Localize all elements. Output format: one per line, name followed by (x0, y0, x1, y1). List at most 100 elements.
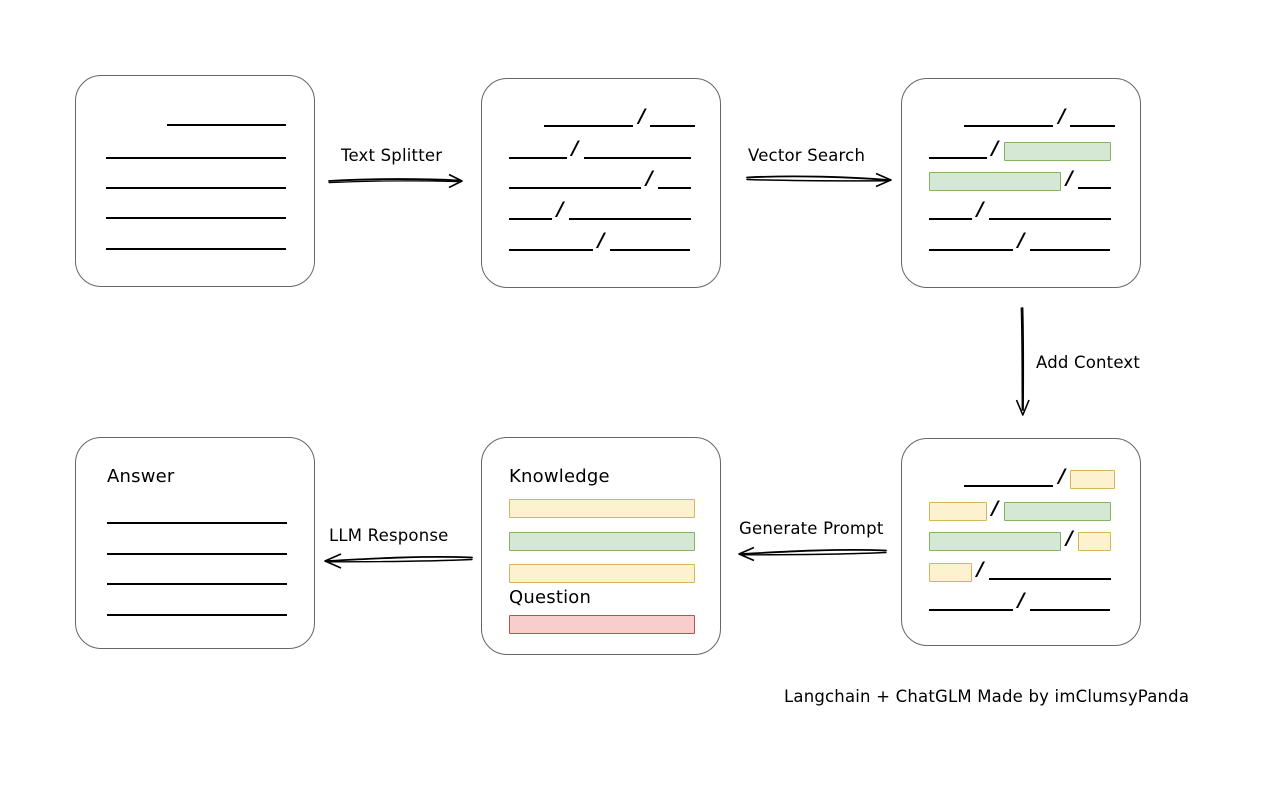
line-rule (964, 471, 1054, 489)
chunk-separator: / (597, 229, 605, 251)
line-rule (929, 595, 1013, 613)
document-line: / (929, 169, 1115, 191)
line-rule (509, 143, 567, 161)
line-rule (568, 204, 692, 222)
document-line: / (929, 139, 1115, 161)
matched-chunk-highlight (929, 172, 1062, 191)
answer-line (107, 508, 287, 526)
chunk-separator: / (638, 105, 646, 127)
context-chunk-highlight (929, 563, 972, 582)
answer-card[interactable]: Answer (75, 437, 315, 649)
line-rule (658, 173, 692, 191)
knowledge-bar (509, 532, 695, 551)
searched-document-lines: / / / / / (929, 107, 1115, 261)
document-line: / (509, 200, 695, 222)
document-line (106, 173, 286, 191)
matched-chunk-highlight (1003, 502, 1112, 521)
chunk-separator: / (976, 198, 984, 220)
line-rule (1029, 595, 1110, 613)
line-rule (167, 110, 286, 128)
line-rule (106, 234, 286, 252)
line-rule (106, 143, 286, 161)
chunk-separator: / (1058, 465, 1066, 487)
chunk-separator: / (646, 167, 653, 189)
line-rule (988, 204, 1112, 222)
line-rule (964, 111, 1054, 129)
line-indent (929, 111, 964, 129)
vector-search-arrow (746, 172, 892, 188)
line-rule (106, 203, 286, 221)
document-line (106, 203, 286, 221)
document-line: / (929, 467, 1115, 489)
answer-line (107, 539, 287, 557)
source-document-card[interactable] (75, 75, 315, 287)
line-indent (106, 110, 167, 128)
llm-response-arrow (324, 553, 473, 569)
chunk-separator: / (1017, 229, 1025, 251)
document-line (106, 143, 286, 161)
document-line: / (929, 560, 1115, 582)
document-line: / (929, 529, 1115, 551)
line-rule (988, 564, 1112, 582)
context-chunk-highlight (1070, 470, 1115, 489)
line-rule (509, 204, 552, 222)
chunk-separator: / (571, 137, 579, 159)
line-rule (509, 173, 642, 191)
context-chunk-highlight (929, 502, 987, 521)
line-indent (929, 471, 964, 489)
document-line: / (929, 200, 1115, 222)
line-rule (107, 600, 287, 618)
diagram-caption: Langchain + ChatGLM Made by imClumsyPand… (784, 687, 1190, 706)
chunk-separator: / (976, 558, 984, 580)
text-splitter-label: Text Splitter (341, 146, 443, 165)
knowledge-label: Knowledge (509, 466, 610, 487)
add-context-arrow (1015, 307, 1030, 416)
line-rule (1029, 235, 1110, 253)
vector-search-label: Vector Search (748, 146, 866, 165)
split-document-card[interactable]: / / / / / (481, 78, 721, 288)
answer-heading: Answer (107, 466, 175, 487)
document-line (106, 234, 286, 252)
answer-line (107, 600, 287, 618)
context-chunk-highlight (1078, 532, 1112, 551)
chunk-separator: / (1066, 167, 1073, 189)
line-rule (929, 204, 972, 222)
context-document-card[interactable]: / / / / / (901, 438, 1141, 646)
chunk-separator: / (991, 497, 999, 519)
document-line: / (509, 231, 695, 253)
add-context-label: Add Context (1036, 353, 1141, 372)
text-splitter-arrow (328, 173, 463, 189)
document-line: / (929, 231, 1115, 253)
answer-lines (107, 508, 287, 618)
line-indent (509, 111, 544, 129)
line-rule (929, 143, 987, 161)
line-rule (609, 235, 690, 253)
knowledge-bar (509, 564, 695, 583)
line-rule (583, 143, 692, 161)
source-document-lines (106, 110, 286, 260)
chunk-separator: / (1058, 105, 1066, 127)
document-line: / (929, 107, 1115, 129)
chunk-separator: / (991, 137, 999, 159)
line-rule (107, 569, 287, 587)
llm-response-label: LLM Response (329, 526, 449, 545)
document-line: / (509, 169, 695, 191)
searched-document-card[interactable]: / / / / / (901, 78, 1141, 288)
document-line (106, 110, 286, 128)
generate-prompt-label: Generate Prompt (739, 519, 884, 538)
chunk-separator: / (556, 198, 564, 220)
question-bar (509, 615, 695, 634)
line-rule (544, 111, 634, 129)
line-rule (650, 111, 695, 129)
document-line: / (929, 591, 1115, 613)
document-line: / (509, 107, 695, 129)
generate-prompt-arrow (738, 546, 887, 562)
line-rule (106, 173, 286, 191)
question-label: Question (509, 587, 592, 608)
line-rule (929, 235, 1013, 253)
line-rule (107, 539, 287, 557)
prompt-card[interactable]: Knowledge Question (481, 437, 721, 655)
matched-chunk-highlight (1003, 142, 1112, 161)
matched-chunk-highlight (929, 532, 1062, 551)
chunk-separator: / (1066, 527, 1073, 549)
